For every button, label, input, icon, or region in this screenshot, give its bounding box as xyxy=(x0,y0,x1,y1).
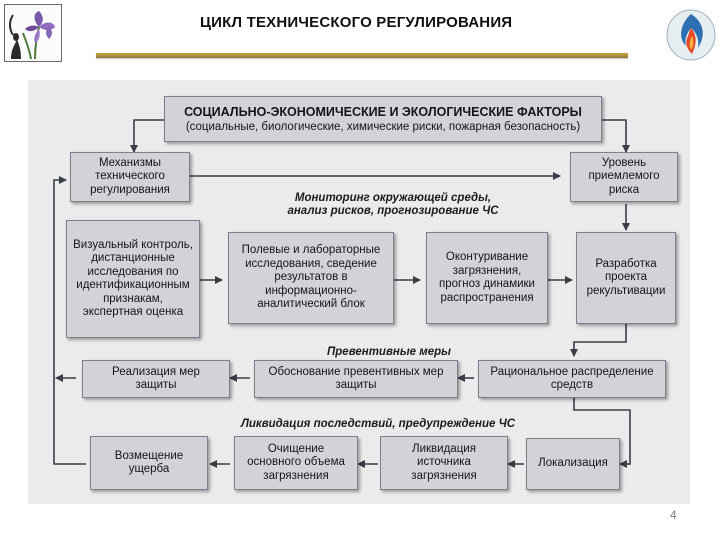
monitoring-label: Мониторинг окружающей среды, анализ риск… xyxy=(287,192,499,217)
visual-control-box: Визуальный контроль, дистанционные иссле… xyxy=(66,220,200,338)
cleaning-box: Очищение основного объема загрязнения xyxy=(234,436,358,490)
liquidation-label: Ликвидация последствий, предупреждение Ч… xyxy=(240,418,516,430)
contouring-box: Оконтуривание загрязнения, прогноз динам… xyxy=(426,232,548,324)
field-studies-box: Полевые и лабораторные исследования, све… xyxy=(228,232,394,324)
flame-emblem-logo-icon xyxy=(664,6,718,62)
arrow-factors-to-mechanisms xyxy=(130,119,164,153)
compensation-box: Возмещение ущерба xyxy=(90,436,208,490)
factors-box: СОЦИАЛЬНО-ЭКОНОМИЧЕСКИЕ И ЭКОЛОГИЧЕСКИЕ … xyxy=(164,96,602,142)
factors-title: СОЦИАЛЬНО-ЭКОНОМИЧЕСКИЕ И ЭКОЛОГИЧЕСКИЕ … xyxy=(184,104,582,119)
reclamation-box: Разработка проекта рекультивации xyxy=(576,232,676,324)
arrow-factors-to-risk xyxy=(602,119,630,153)
justification-box: Обоснование превентивных мер защиты xyxy=(254,360,458,398)
source-liquidation-box: Ликвидация источника загрязнения xyxy=(380,436,508,490)
page-number: 4 xyxy=(670,508,677,522)
acceptable-risk-box: Уровень приемлемого риска xyxy=(570,152,678,202)
distribution-box: Рациональное распределение средств xyxy=(478,360,666,398)
arrow-feedback-loop xyxy=(53,176,86,465)
localization-box: Локализация xyxy=(526,438,620,490)
preventive-label: Превентивные меры xyxy=(327,346,451,358)
factors-subtitle: (социальные, биологические, химические р… xyxy=(185,120,581,133)
slide-title: ЦИКЛ ТЕХНИЧЕСКОГО РЕГУЛИРОВАНИЯ xyxy=(200,14,513,31)
iris-flower-logo-icon xyxy=(4,4,62,62)
title-divider xyxy=(96,53,628,58)
arrow-reclamation-to-distribution xyxy=(570,322,627,357)
regulation-cycle-diagram: СОЦИАЛЬНО-ЭКОНОМИЧЕСКИЕ И ЭКОЛОГИЧЕСКИЕ … xyxy=(28,80,690,504)
connector-arrows xyxy=(53,119,631,468)
implementation-box: Реализация мер защиты xyxy=(82,360,230,398)
mechanisms-box: Механизмы технического регулирования xyxy=(70,152,190,202)
